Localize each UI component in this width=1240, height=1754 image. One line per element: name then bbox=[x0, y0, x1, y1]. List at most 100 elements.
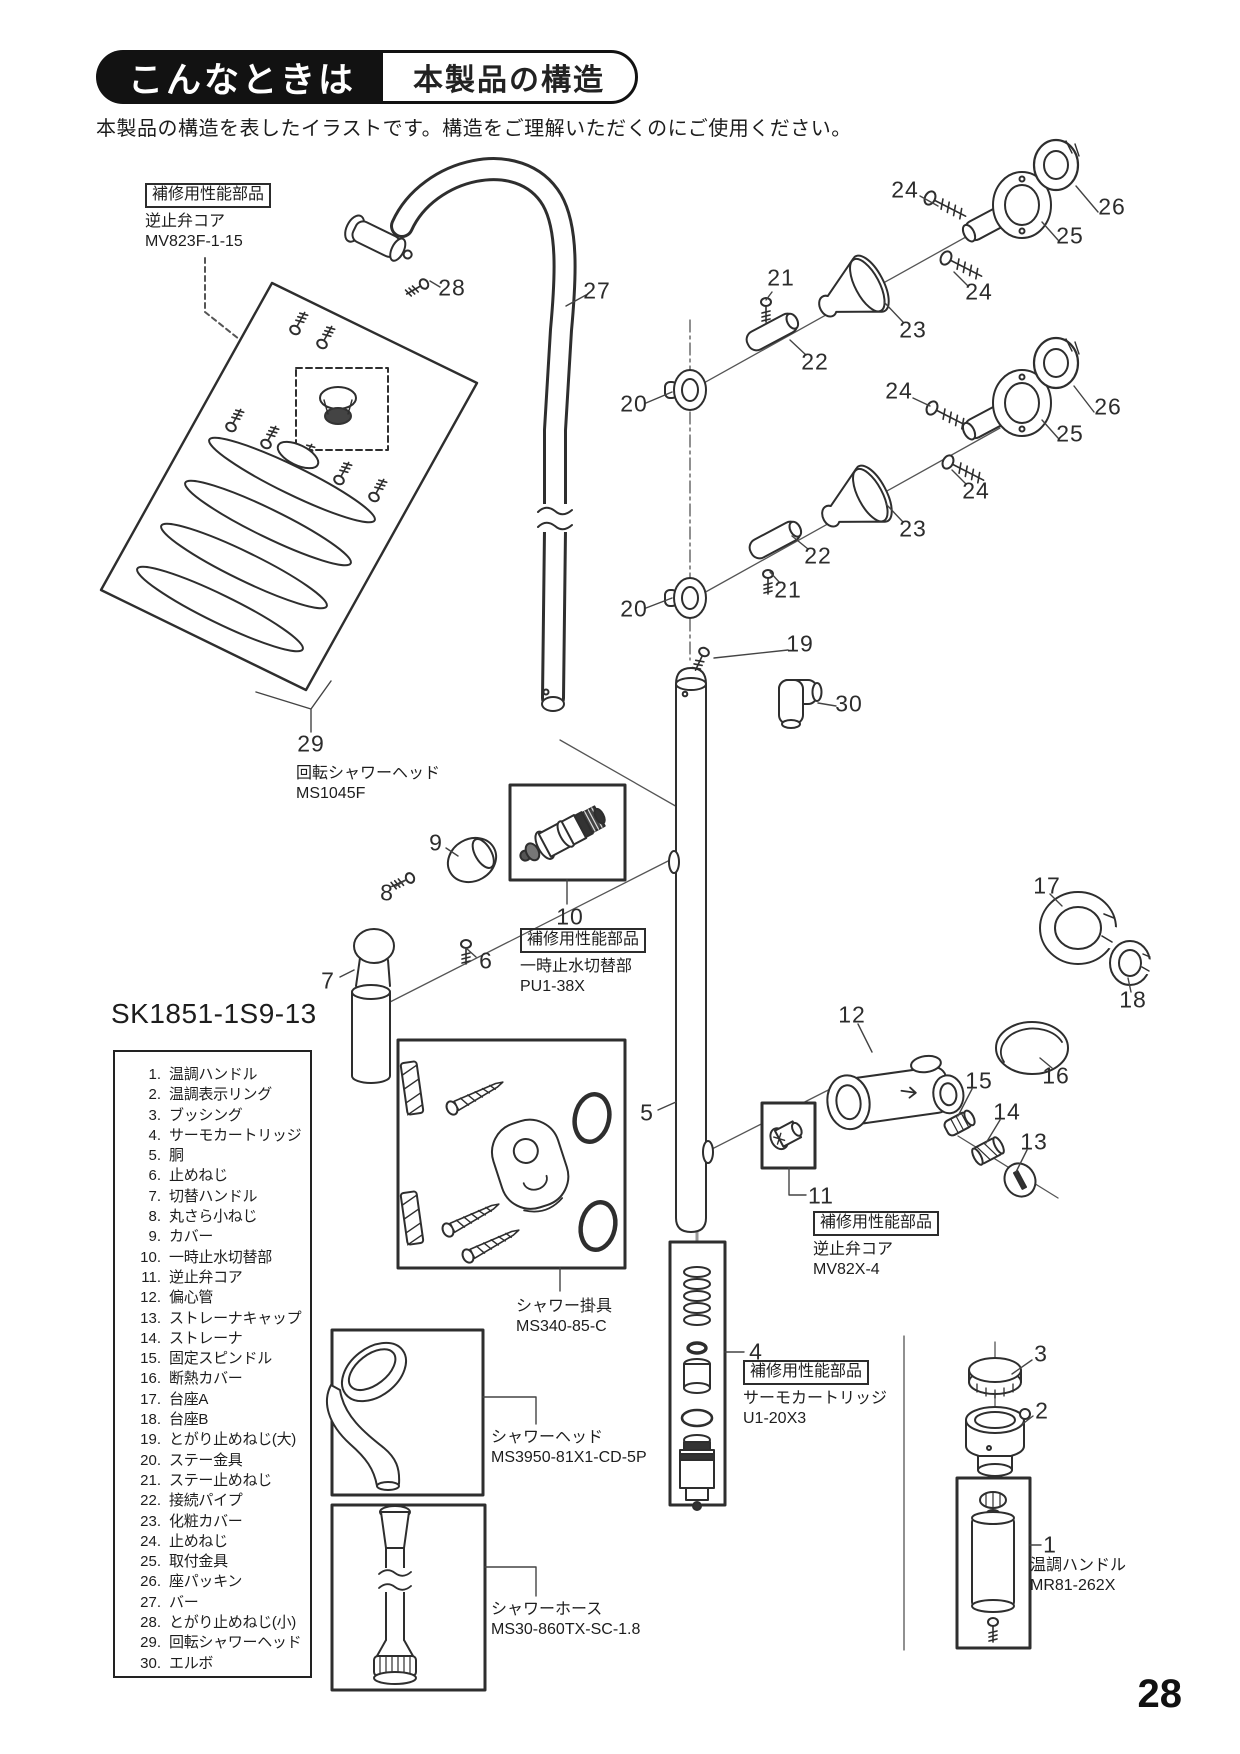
part-label-MS340-85-C: シャワー掛具 MS340-85-C bbox=[516, 1297, 612, 1337]
parts-list-item: 13.ストレーナキャップ bbox=[140, 1309, 302, 1327]
parts-list-item: 30.エルボ bbox=[140, 1654, 214, 1672]
callout-7: 7 bbox=[321, 967, 335, 994]
thermo-cartridge-stack bbox=[679, 1266, 715, 1511]
swivel-joint bbox=[344, 214, 413, 262]
header-badge: こんなときは bbox=[96, 50, 381, 104]
callout-18: 18 bbox=[1119, 986, 1147, 1013]
callout-26: 26 bbox=[1094, 393, 1122, 420]
part-name: 温調ハンドル bbox=[1030, 1557, 1127, 1574]
switch-handle bbox=[351, 928, 395, 1084]
parts-list-item: 14.ストレーナ bbox=[140, 1329, 243, 1347]
gooseneck-bar bbox=[344, 157, 577, 712]
callout-28: 28 bbox=[438, 274, 466, 301]
callout-4: 4 bbox=[749, 1338, 763, 1365]
callout-24: 24 bbox=[962, 477, 990, 504]
parts-list-item: 8.丸さら小ねじ bbox=[148, 1208, 258, 1226]
part-name: 回転シャワーヘッド bbox=[296, 765, 441, 782]
callout-22: 22 bbox=[804, 542, 832, 569]
callout-20: 20 bbox=[620, 595, 648, 622]
part-code: MS3950-81X1-CD-5P bbox=[491, 1449, 647, 1466]
wall-mount-cluster-bottom bbox=[664, 336, 1081, 619]
temp-handle bbox=[971, 1491, 1015, 1643]
parts-list-item: 7.切替ハンドル bbox=[148, 1187, 258, 1205]
parts-list-item: 27.バー bbox=[140, 1593, 199, 1611]
repair-part-tag: 補修用性能部品 bbox=[520, 928, 647, 953]
model-title: SK1851-1S9-13 bbox=[111, 998, 317, 1029]
section-header: こんなときは 本製品の構造 bbox=[96, 50, 639, 104]
part-code: PU1-38X bbox=[520, 978, 585, 995]
part-code: MS340-85-C bbox=[516, 1318, 607, 1335]
elbow-30 bbox=[778, 679, 823, 729]
part-code: MV823F-1-15 bbox=[145, 233, 243, 250]
callout-6: 6 bbox=[479, 947, 493, 974]
parts-list-item: 11.逆止弁コア bbox=[141, 1268, 243, 1286]
parts-list-item: 23.化粧カバー bbox=[140, 1512, 243, 1530]
part-name: サーモカートリッジ bbox=[743, 1390, 888, 1407]
parts-list-item: 26.座パッキン bbox=[140, 1573, 243, 1591]
part-name: 逆止弁コア bbox=[813, 1241, 894, 1258]
parts-list-item: 28.とがり止めねじ(小) bbox=[140, 1614, 296, 1632]
callout-19: 19 bbox=[786, 630, 814, 657]
callout-24: 24 bbox=[965, 278, 993, 305]
shower-hose bbox=[373, 1505, 417, 1685]
hanger-kit bbox=[399, 1060, 619, 1266]
seat-a bbox=[1039, 891, 1124, 965]
parts-list-item: 21.ステー止めねじ bbox=[140, 1471, 272, 1489]
parts-list-item: 16.断熱カバー bbox=[140, 1370, 243, 1388]
parts-list-item: 6.止めねじ bbox=[148, 1167, 228, 1185]
header-title: 本製品の構造 bbox=[380, 50, 639, 104]
part-code: MS1045F bbox=[296, 785, 366, 802]
callout-16: 16 bbox=[1042, 1062, 1070, 1089]
strainer bbox=[971, 1136, 1005, 1166]
repair-part-tag: 補修用性能部品 bbox=[145, 183, 272, 208]
callout-3: 3 bbox=[1034, 1340, 1048, 1367]
leader-lines bbox=[255, 185, 1132, 1597]
callout-12: 12 bbox=[838, 1001, 866, 1028]
callout-11: 11 bbox=[808, 1182, 834, 1209]
parts-list-item: 12.偏心管 bbox=[140, 1289, 214, 1307]
check-valve-core bbox=[769, 1120, 803, 1151]
part-code: MS30-860TX-SC-1.8 bbox=[491, 1621, 641, 1638]
parts-list-item: 25.取付金具 bbox=[140, 1553, 228, 1571]
part-name: シャワー掛具 bbox=[516, 1298, 613, 1315]
parts-list-item: 17.台座A bbox=[140, 1390, 209, 1408]
eccentric-pipe bbox=[826, 1054, 1037, 1198]
callout-23: 23 bbox=[899, 316, 927, 343]
callout-2: 2 bbox=[1035, 1397, 1049, 1424]
part-code: U1-20X3 bbox=[743, 1410, 807, 1427]
part-label-MR81-262X: 温調ハンドル MR81-262X bbox=[1030, 1556, 1126, 1596]
seat-b bbox=[1109, 940, 1155, 986]
callout-25: 25 bbox=[1056, 420, 1084, 447]
parts-list-item: 9.カバー bbox=[148, 1228, 214, 1246]
callout-20: 20 bbox=[620, 390, 648, 417]
diverter-handle-cluster bbox=[351, 836, 498, 1084]
callout-5: 5 bbox=[640, 1099, 654, 1126]
parts-list-item: 19.とがり止めねじ(大) bbox=[140, 1431, 296, 1449]
parts-list-item: 2.温調表示リング bbox=[148, 1086, 272, 1104]
page-number: 28 bbox=[1137, 1672, 1183, 1716]
handheld-shower-head bbox=[326, 1341, 407, 1491]
part-label-PU1-38X: 補修用性能部品一時止水切替部 PU1-38X bbox=[520, 928, 647, 997]
fixed-spindle bbox=[943, 1109, 976, 1137]
callout-17: 17 bbox=[1033, 872, 1061, 899]
repair-part-tag: 補修用性能部品 bbox=[743, 1360, 870, 1385]
callout-26: 26 bbox=[1098, 193, 1126, 220]
callout-22: 22 bbox=[801, 348, 829, 375]
callout-8: 8 bbox=[380, 879, 394, 906]
parts-list-item: 1.温調ハンドル bbox=[148, 1066, 258, 1083]
covers-and-seats bbox=[995, 891, 1155, 1075]
callout-13: 13 bbox=[1020, 1128, 1048, 1155]
callout-15: 15 bbox=[965, 1067, 993, 1094]
part-code: MR81-262X bbox=[1030, 1577, 1116, 1594]
shower-head-panel bbox=[99, 281, 479, 692]
parts-list-item: 5.胴 bbox=[148, 1147, 184, 1165]
parts-list-item: 4.サーモカートリッジ bbox=[148, 1126, 302, 1144]
part-name: 一時止水切替部 bbox=[520, 958, 633, 975]
callout-23: 23 bbox=[899, 515, 927, 542]
parts-list-item: 18.台座B bbox=[140, 1411, 209, 1429]
